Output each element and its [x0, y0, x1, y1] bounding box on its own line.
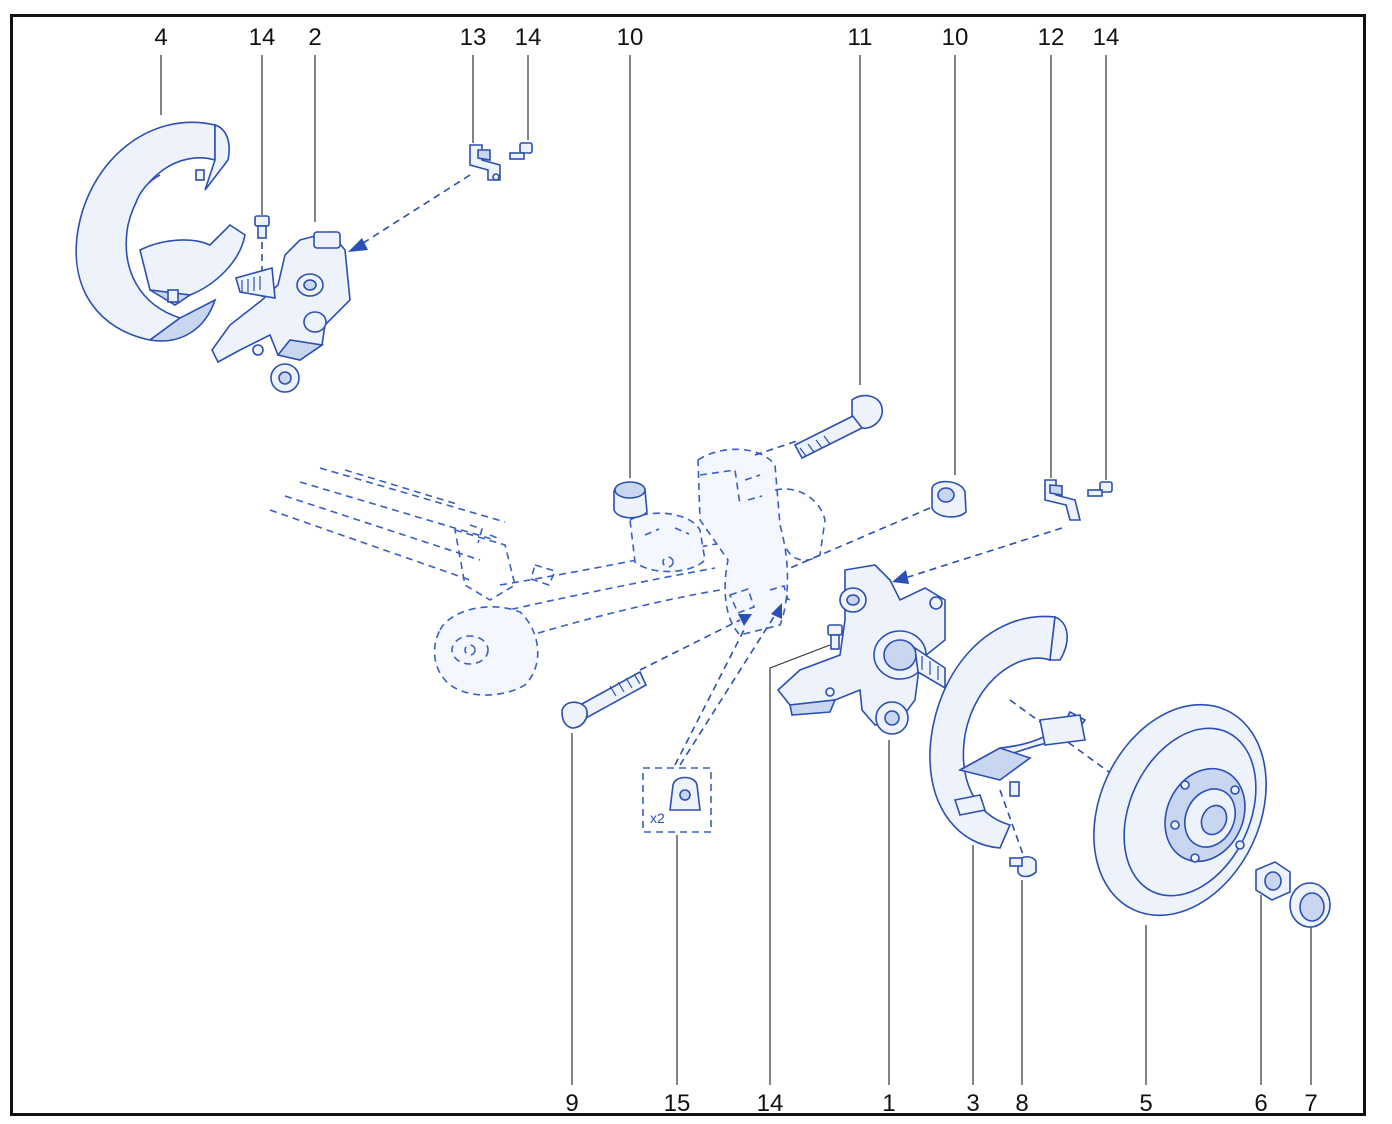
part-12-sensor-bracket: [1044, 479, 1082, 521]
callout-label-13: 13: [460, 24, 487, 51]
assembly-arrows: [261, 174, 1121, 861]
part-7-hub-cap: [1289, 882, 1331, 928]
callout-label-14-top-right: 14: [1093, 24, 1120, 51]
callout-label-2: 2: [308, 24, 321, 51]
part-9-bolt: [561, 670, 648, 729]
rear-axle-beam: [269, 448, 826, 696]
callout-label-12: 12: [1038, 24, 1065, 51]
part-3-right-dust-shield: [929, 615, 1087, 849]
part-2-left-hub-carrier: [211, 231, 351, 393]
part-8-screw: [1009, 855, 1037, 878]
part-4-left-dust-shield: [75, 121, 246, 342]
part-15-detail-box: [642, 767, 712, 833]
part-14-top-right-screw: [1087, 481, 1113, 497]
callout-label-10-right: 10: [942, 24, 969, 51]
part-1-right-hub-carrier: [776, 564, 946, 735]
callout-label-9: 9: [565, 1090, 578, 1117]
quantity-label: x2: [650, 810, 665, 826]
callout-label-15: 15: [664, 1090, 691, 1117]
callout-label-3: 3: [966, 1090, 979, 1117]
part-15-nut-plate-group: x2: [642, 767, 712, 833]
callout-label-6: 6: [1254, 1090, 1267, 1117]
part-14-top-mid-screw: [509, 142, 533, 160]
part-10-right-bushing: [931, 480, 967, 518]
part-5-brake-disc: [1093, 703, 1267, 917]
part-6-hub-nut: [1255, 861, 1291, 901]
top-callouts: 4 14 2 13 14 10 11 10 12 14: [154, 24, 1119, 51]
leader-line-14-bottom: [769, 644, 831, 1085]
callout-label-10-left: 10: [617, 24, 644, 51]
callout-label-1: 1: [882, 1090, 895, 1117]
callout-label-14-bottom: 14: [757, 1090, 784, 1117]
callout-label-7: 7: [1304, 1090, 1317, 1117]
part-14-top-left-screw: [254, 215, 270, 239]
part-14-bottom-screw: [827, 624, 843, 650]
callout-label-14-top-mid: 14: [515, 24, 542, 51]
part-13-sensor-bracket: [469, 144, 501, 181]
callout-label-8: 8: [1015, 1090, 1028, 1117]
part-10-left-bushing: [613, 481, 648, 519]
callout-label-14-top-left: 14: [249, 24, 276, 51]
leader-lines: [160, 55, 1312, 1085]
callout-label-5: 5: [1139, 1090, 1152, 1117]
callout-label-11: 11: [848, 24, 873, 51]
bottom-callouts: 9 15 14 1 3 8 5 6 7: [565, 1090, 1317, 1117]
part-11-long-bolt: [793, 394, 883, 460]
callout-label-4: 4: [154, 24, 167, 51]
